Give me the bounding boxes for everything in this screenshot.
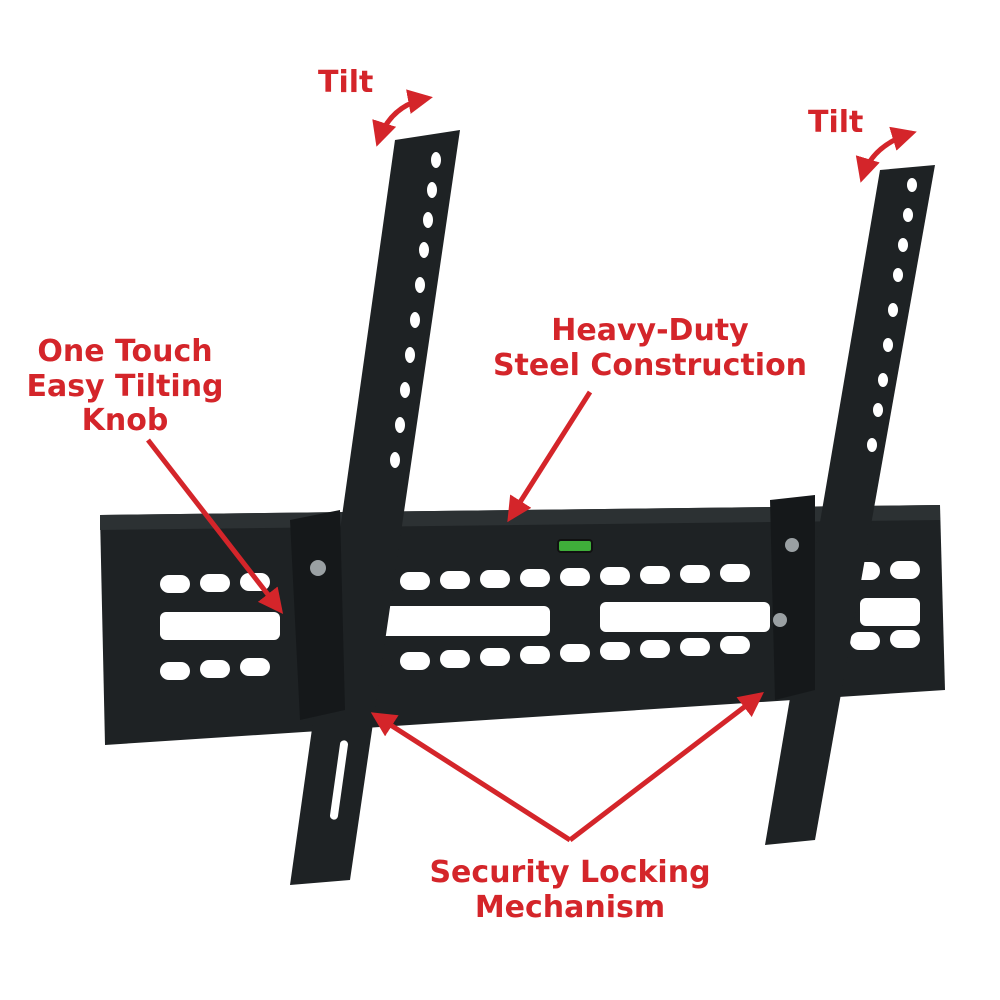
- knob-line1: One Touch: [37, 334, 213, 369]
- left-vertical-arm: [290, 130, 460, 885]
- right-vertical-arm: [765, 165, 935, 845]
- heavy-duty-line2: Steel Construction: [492, 347, 808, 383]
- bubble-level: [557, 539, 593, 553]
- heavy-duty-label: Heavy-Duty Steel Construction: [480, 313, 820, 383]
- security-line1: Security Locking: [429, 855, 711, 890]
- annotation-arrows: [146, 89, 917, 843]
- tilt-label-right: Tilt: [808, 105, 864, 140]
- heavy-duty-line1: Heavy-Duty: [551, 313, 749, 348]
- security-locking-label: Security Locking Mechanism: [410, 855, 730, 925]
- knob-line2: Easy Tilting: [26, 368, 224, 404]
- security-line2: Mechanism: [474, 889, 666, 925]
- knob-line3: Knob: [81, 403, 169, 438]
- tilt-label-left: Tilt: [318, 65, 374, 100]
- tilting-knob-label: One Touch Easy Tilting Knob: [10, 334, 240, 439]
